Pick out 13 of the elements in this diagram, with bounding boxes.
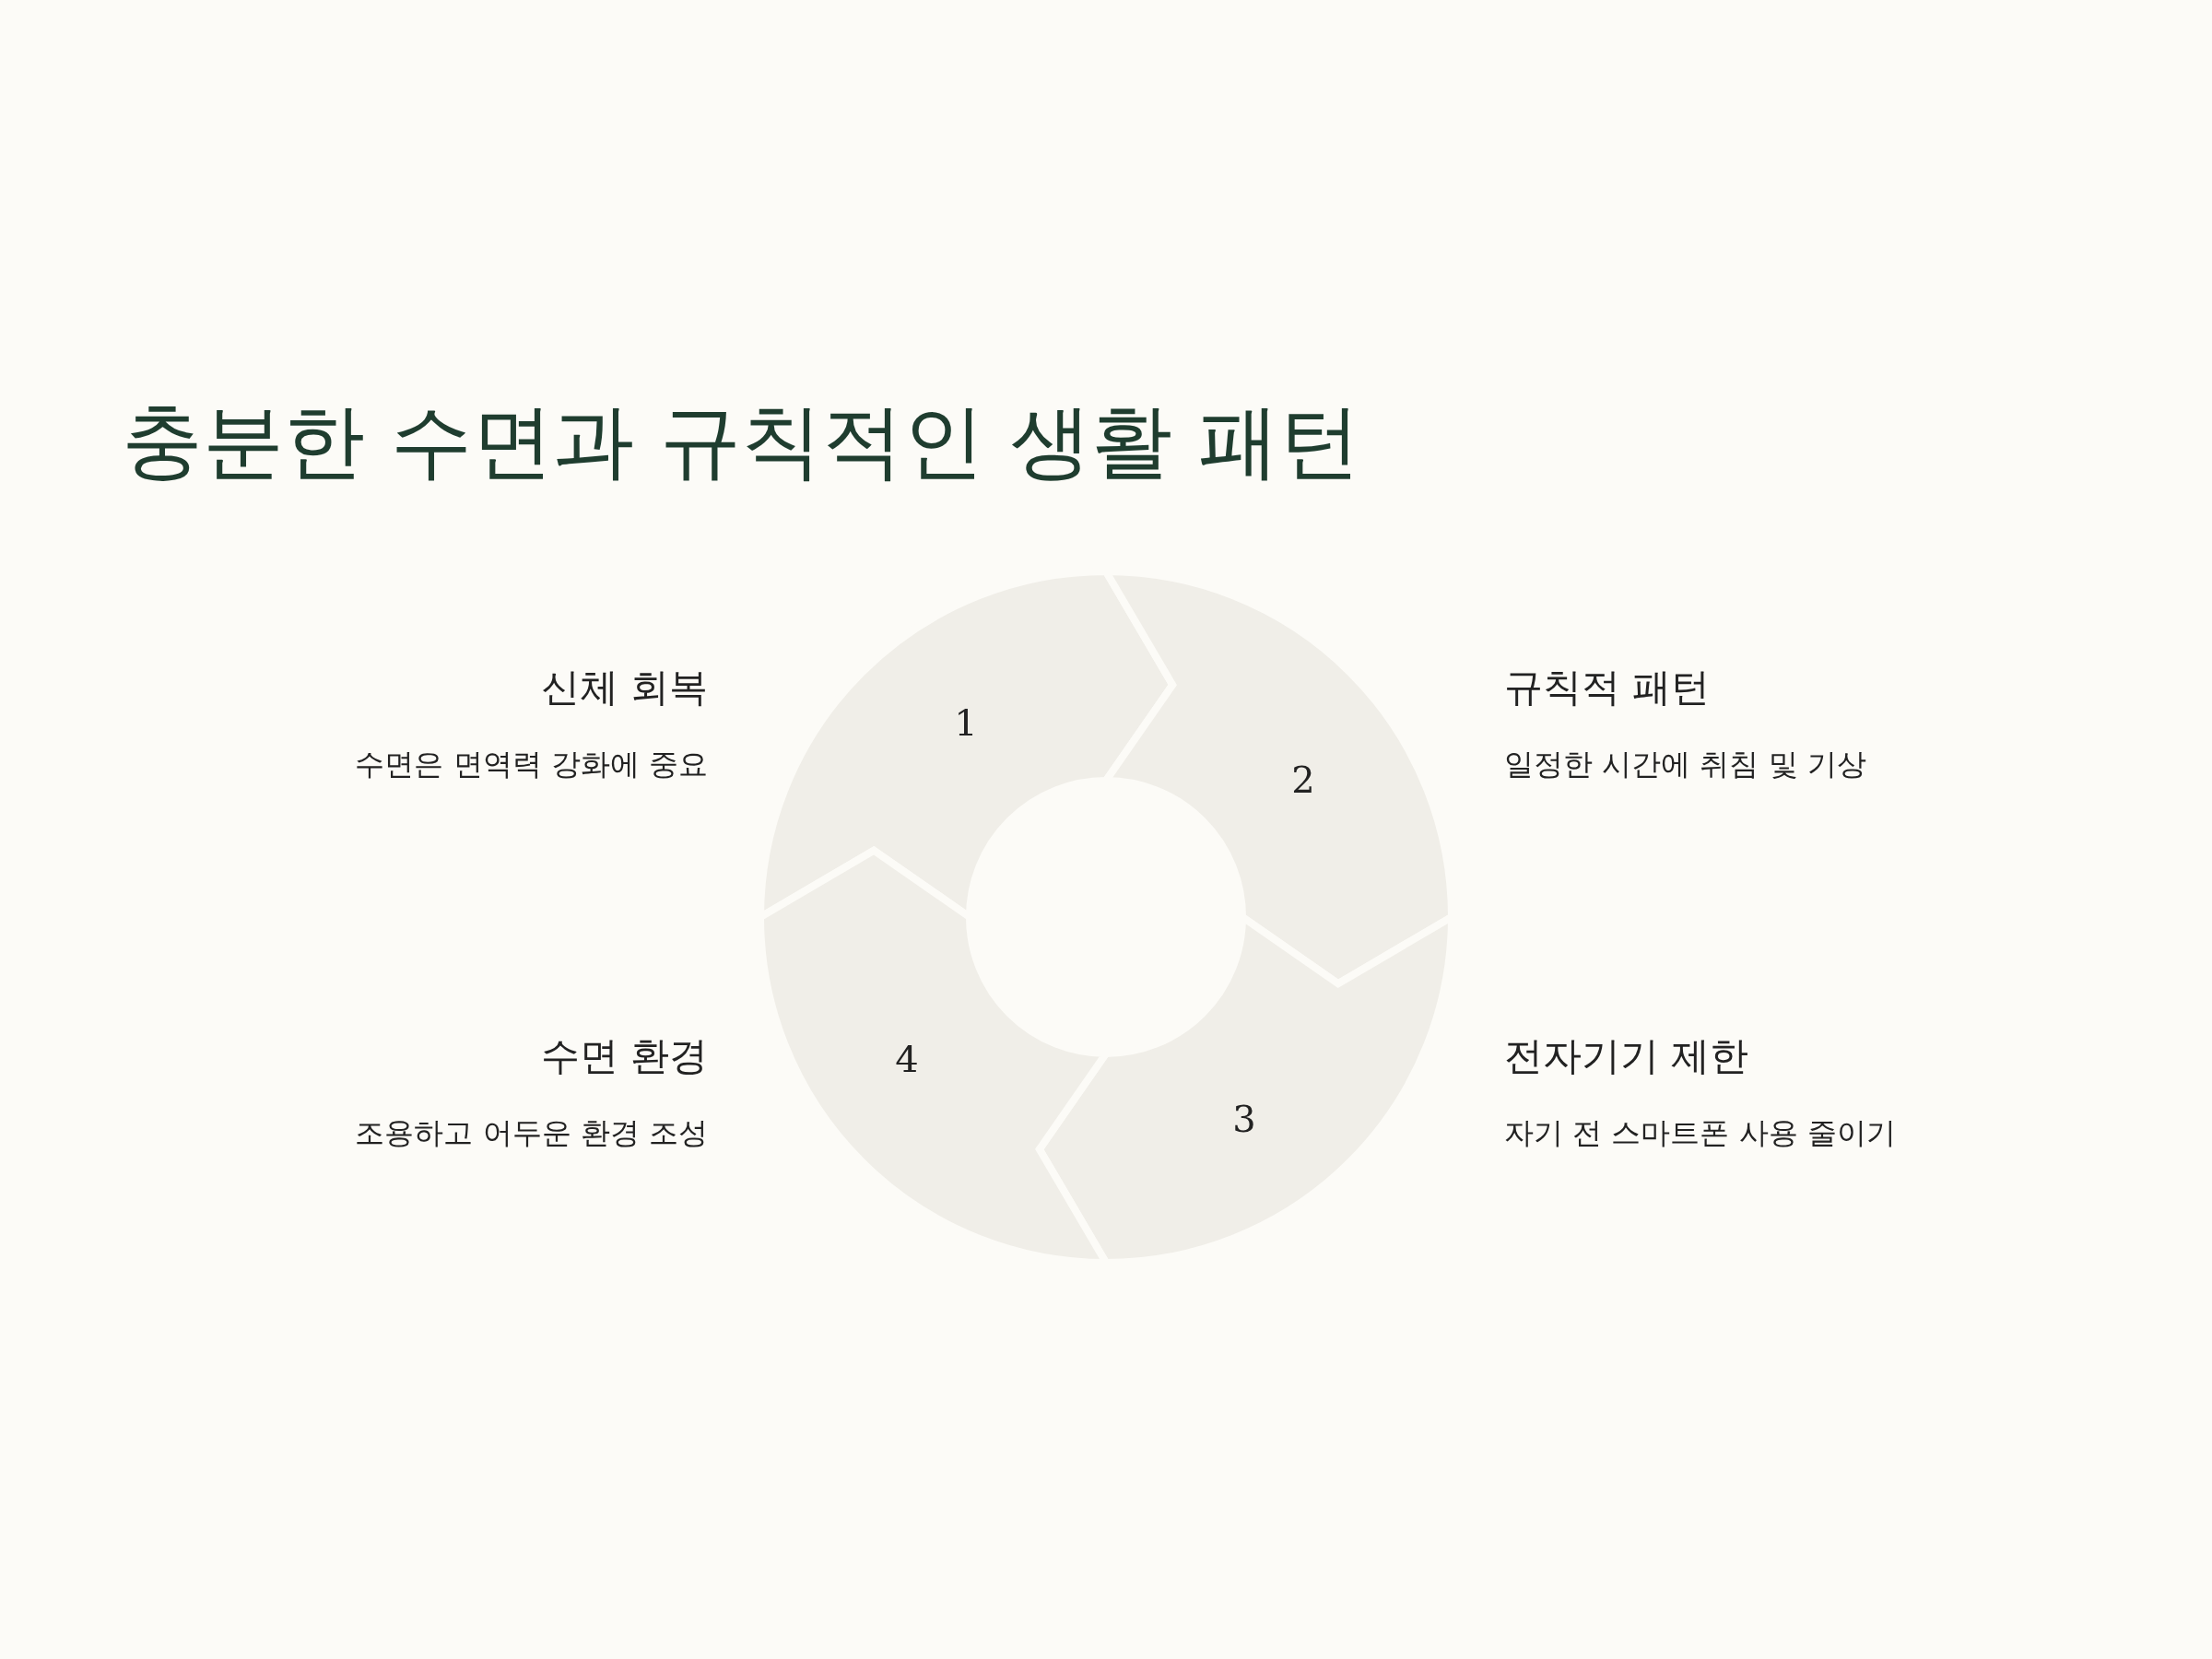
step-heading: 신체 회복 bbox=[540, 664, 708, 712]
step-description: 수면은 면역력 강화에 중요 bbox=[355, 746, 708, 783]
step-description: 조용하고 어두운 환경 조성 bbox=[355, 1114, 708, 1152]
step-number: 3 bbox=[1232, 1098, 1256, 1140]
step-heading: 규칙적 패턴 bbox=[1504, 664, 1711, 712]
step-heading: 전자기기 제한 bbox=[1504, 1032, 1749, 1080]
step-number: 2 bbox=[1291, 759, 1315, 801]
step-heading: 수면 환경 bbox=[540, 1032, 708, 1080]
diagram-title: 충분한 수면과 규칙적인 생활 패턴 bbox=[122, 393, 1360, 490]
step-number: 1 bbox=[954, 701, 978, 744]
step-description: 자기 전 스마트폰 사용 줄이기 bbox=[1504, 1114, 1896, 1152]
step-number: 4 bbox=[895, 1038, 919, 1080]
step-description: 일정한 시간에 취침 및 기상 bbox=[1504, 746, 1866, 783]
